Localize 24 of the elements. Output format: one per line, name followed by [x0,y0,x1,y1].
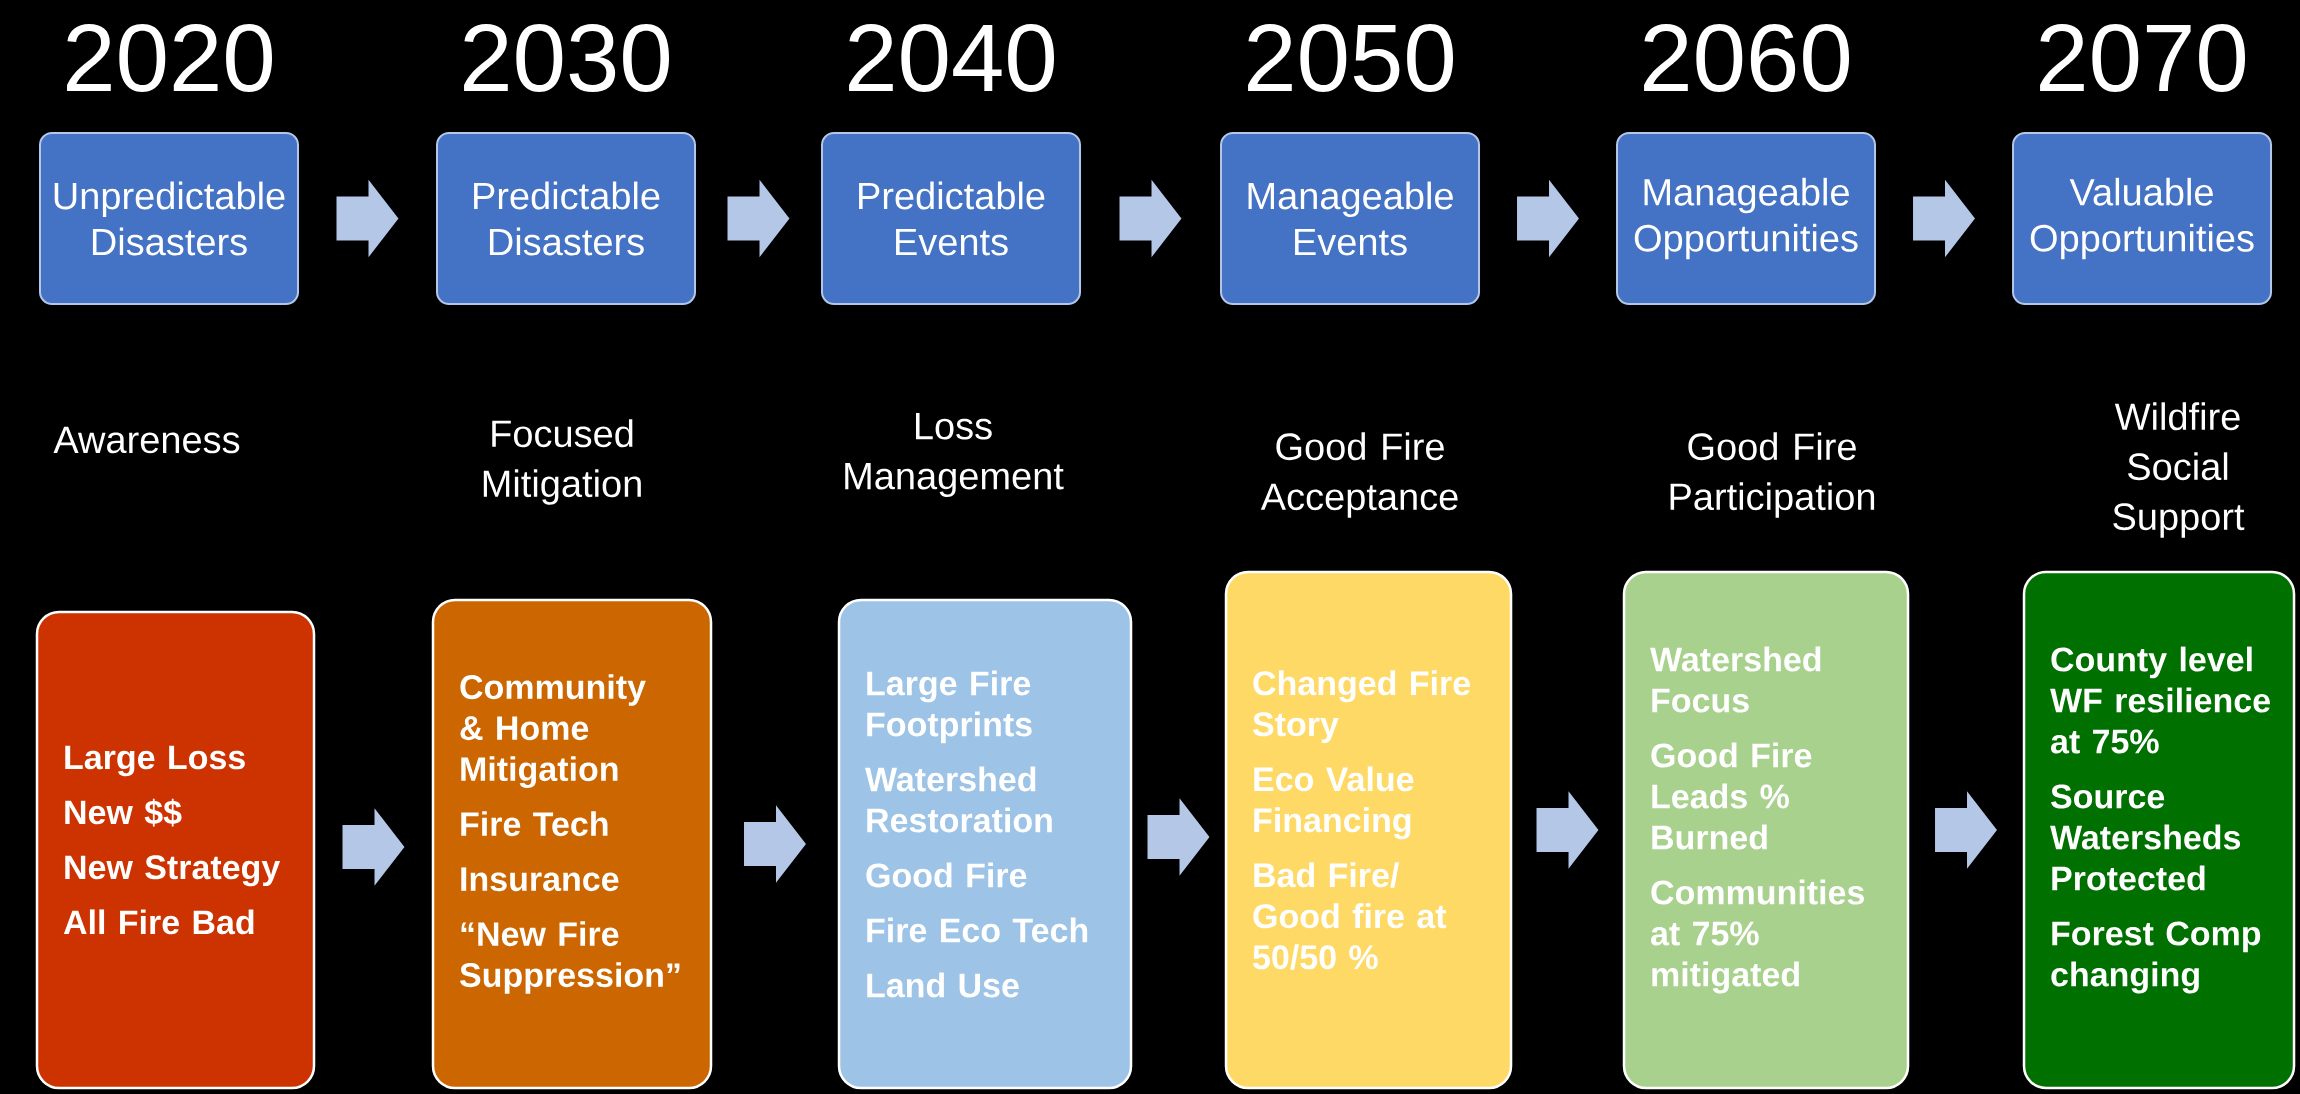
milestone-box: Community & Home Mitigation Fire Tech Insurance “New Fire Suppression” [431,598,713,1090]
stage-box: Unpredictable Disasters [39,132,299,305]
stage-box: Predictable Disasters [436,132,696,305]
stage-box: Valuable Opportunities [2012,132,2273,305]
stage-box: Manageable Events [1220,132,1480,305]
phase-label: Loss Management [845,413,1064,498]
stage-box: Predictable Events [821,132,1081,305]
year-label: 2020 [67,24,272,92]
year-label: 2070 [2040,24,2245,92]
phase-label: Awareness [53,426,240,454]
year-label: 2060 [1644,24,1849,92]
milestone-box: Changed Fire Story Eco Value Financing Bad Fire/ Good fire at 50/50 % [1224,570,1513,1090]
milestone-box: Watershed Focus Good Fire Leads % Burned Communities at 75% mitigated [1622,570,1910,1090]
stage-box: Manageable Opportunities [1616,132,1877,305]
phase-label: Good Fire Acceptance [1260,432,1458,518]
phase-label: Wildfire Social Support [2113,402,2245,538]
milestone-box: Large Loss New $$ New Strategy All Fire Bad [35,610,316,1090]
milestone-box: Large Fire Footprints Watershed Restoration Good Fire Fire Eco Tech Land Use [837,598,1133,1090]
year-label: 2040 [849,24,1054,92]
year-label: 2030 [464,24,669,92]
year-label: 2050 [1248,24,1453,92]
phase-label: Good Fire Participation [1670,432,1875,518]
milestone-box: County level WF resilience at 75% Source Watersheds Protected Forest Comp changing [2022,570,2296,1090]
phase-label: Focused Mitigation [483,419,641,505]
